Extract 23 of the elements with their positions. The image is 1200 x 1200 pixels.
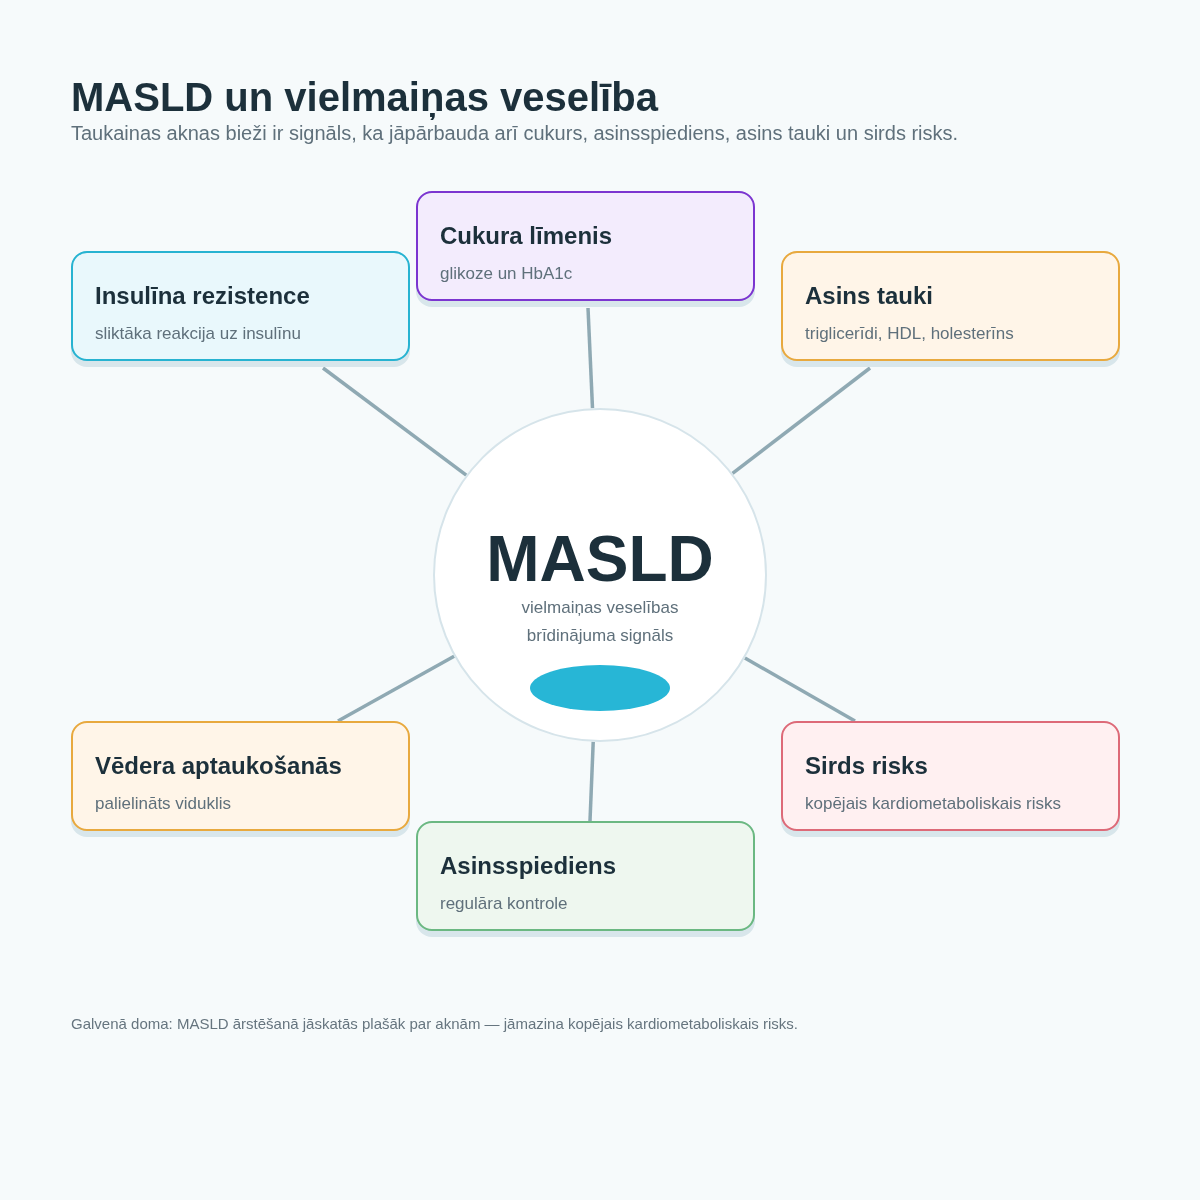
card-subtitle: regulāra kontrole	[440, 894, 568, 914]
connector-line	[337, 654, 455, 723]
card-subtitle: sliktāka reakcija uz insulīnu	[95, 324, 301, 344]
caption: Galvenā doma: MASLD ārstēšanā jāskatās plašāk par aknām — jāmazina kopējais kardiometaboliskais risks.	[71, 1015, 798, 1033]
connector-line	[586, 307, 595, 409]
connector-line	[744, 656, 856, 723]
card-title: Asinsspiediens	[440, 852, 617, 880]
card-title: Sirds risks	[805, 752, 928, 780]
hub-title: MASLD	[486, 527, 714, 591]
hub-subtitle: vielmaiņas veselības brīdinājuma signāls	[520, 597, 680, 647]
connector-line	[588, 741, 595, 822]
subtitle: Taukainas aknas bieži ir signāls, ka jāpārbauda arī cukurs, asinsspiediens, asins tauki un sirds risks.	[71, 121, 959, 145]
connector-line	[731, 366, 872, 475]
card-subtitle: kopējais kardiometaboliskais risks	[805, 794, 1062, 814]
title: MASLD un vielmaiņas veselība	[71, 74, 658, 121]
card-subtitle: palielināts viduklis	[95, 794, 232, 814]
card-title: Cukura līmenis	[440, 222, 613, 250]
card-title: Insulīna rezistence	[95, 282, 310, 310]
card-title: Asins tauki	[805, 282, 934, 310]
card-subtitle: glikoze un HbA1c	[440, 264, 573, 284]
connector-line	[321, 366, 468, 477]
card-subtitle: triglicerīdi, HDL, holesterīns	[805, 324, 1014, 344]
card-title: Vēdera aptaukošanās	[95, 752, 342, 780]
